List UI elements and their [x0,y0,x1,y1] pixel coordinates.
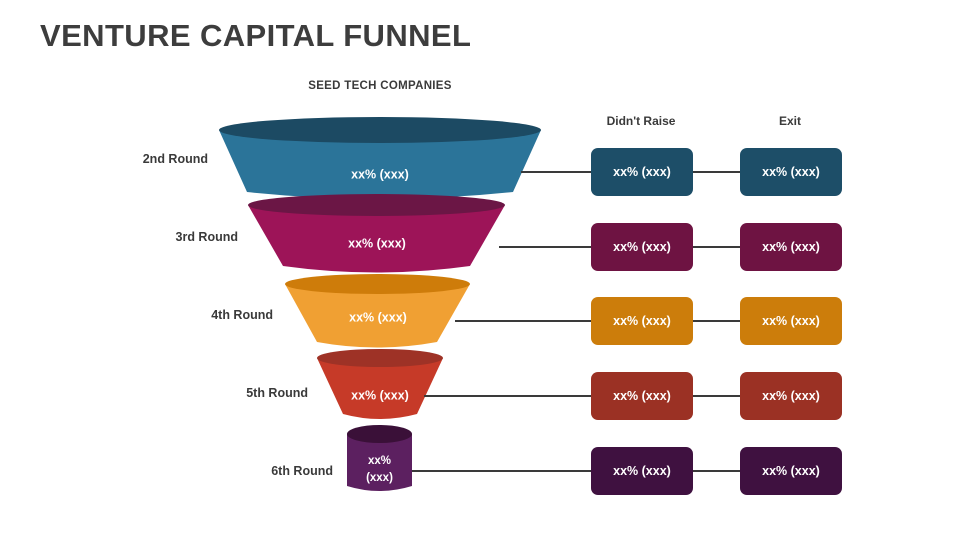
funnel-stage-2-value: xx% (xxx) [348,236,406,250]
funnel-stage-4th-round[interactable]: xx% (xxx) [285,274,470,348]
exit-box-4th-round[interactable]: xx% (xxx) [740,297,842,345]
funnel-stage-2-top-ellipse [248,194,505,216]
stage-label-3rd-round: 3rd Round [175,230,239,244]
funnel-stage-5-body [347,434,412,491]
column-header-didnt-raise: Didn't Raise [606,114,676,128]
didnt-raise-box-4th-round[interactable]: xx% (xxx) [591,297,693,345]
funnel-stage-5-top-ellipse [347,425,412,443]
funnel-stage-2nd-round[interactable]: xx% (xxx) [219,117,541,199]
connector-funnel-to-didnt-raise-4 [424,395,591,397]
funnel-stage-3-body [285,284,470,348]
column-header-exit: Exit [778,114,801,128]
funnel-stage-3-value: xx% (xxx) [349,310,407,324]
funnel-stage-4-body [317,358,443,419]
connector-didnt-raise-to-exit-1 [693,171,740,173]
connector-funnel-to-didnt-raise-3 [455,320,591,322]
exit-box-3rd-round[interactable]: xx% (xxx) [740,223,842,271]
funnel-graphic: xx% (xxx) xx% (xxx) xx% (xxx) xx% (xxx) … [219,117,541,491]
exit-box-2nd-round[interactable]: xx% (xxx) [740,148,842,196]
funnel-subtitle: SEED TECH COMPANIES [308,80,452,92]
funnel-stage-5-value-line1: xx% [368,455,391,467]
stage-label-4th-round: 4th Round [211,308,273,322]
funnel-stage-1-body [219,130,541,199]
stage-label-2nd-round: 2nd Round [142,152,208,166]
connector-didnt-raise-to-exit-2 [693,246,740,248]
funnel-stage-1-top-ellipse [219,117,541,143]
funnel-stage-3rd-round[interactable]: xx% (xxx) [248,194,505,273]
connector-funnel-to-didnt-raise-2 [499,246,591,248]
stage-label-6th-round: 6th Round [271,464,333,478]
funnel-stage-4-value: xx% (xxx) [351,388,409,402]
funnel-stage-2-body [248,205,505,273]
stage-label-5th-round: 5th Round [246,386,308,400]
connector-didnt-raise-to-exit-5 [693,470,740,472]
didnt-raise-box-2nd-round[interactable]: xx% (xxx) [591,148,693,196]
didnt-raise-box-3rd-round[interactable]: xx% (xxx) [591,223,693,271]
page-title: VENTURE CAPITAL FUNNEL [40,18,472,53]
didnt-raise-box-6th-round[interactable]: xx% (xxx) [591,447,693,495]
connector-didnt-raise-to-exit-3 [693,320,740,322]
funnel-stage-5th-round[interactable]: xx% (xxx) [317,349,443,419]
funnel-stage-1-value: xx% (xxx) [351,167,409,181]
connector-didnt-raise-to-exit-4 [693,395,740,397]
funnel-stage-5-value-line2: (xxx) [366,472,393,484]
connector-funnel-to-didnt-raise-5 [412,470,591,472]
didnt-raise-box-5th-round[interactable]: xx% (xxx) [591,372,693,420]
funnel-stage-4-top-ellipse [317,349,443,367]
funnel-stage-3-top-ellipse [285,274,470,294]
exit-box-6th-round[interactable]: xx% (xxx) [740,447,842,495]
exit-box-5th-round[interactable]: xx% (xxx) [740,372,842,420]
connector-funnel-to-didnt-raise-1 [521,171,591,173]
funnel-stage-6th-round[interactable]: xx% (xxx) [347,425,412,491]
